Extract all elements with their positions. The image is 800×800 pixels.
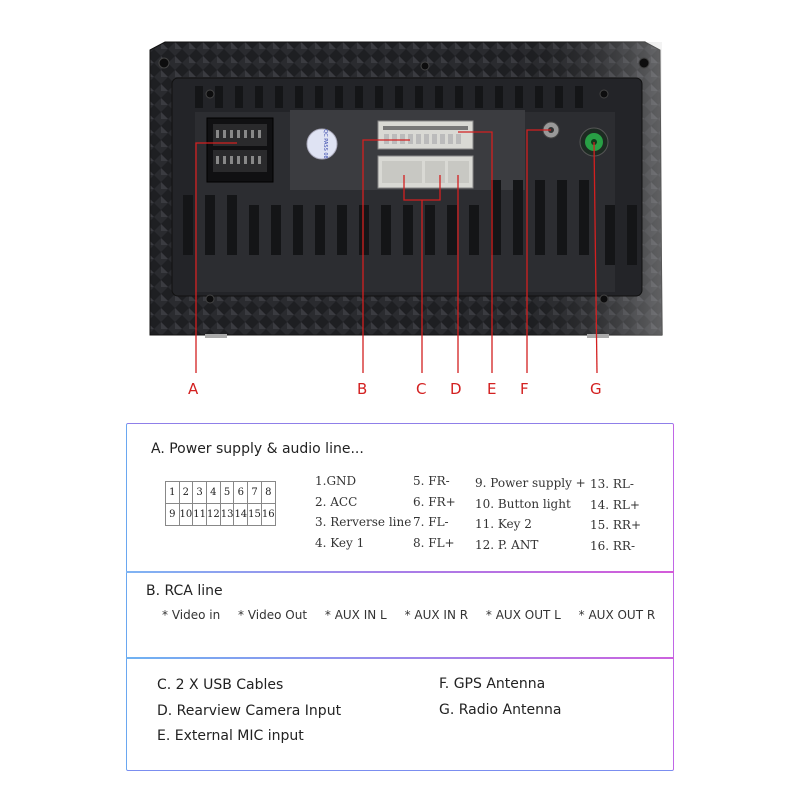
qc-sticker: QC PASS 08 xyxy=(306,128,338,160)
feature-item: C. 2 X USB Cables xyxy=(157,677,284,693)
rca-item: * AUX OUT R xyxy=(578,608,656,622)
pin-cell: 14 xyxy=(233,503,249,526)
pin-grid-row-bottom: 9 10 11 12 13 14 15 16 xyxy=(165,503,276,526)
feature-item: E. External MIC input xyxy=(157,728,304,744)
pin-cell: 1 xyxy=(165,481,180,504)
connector-b-rca xyxy=(377,120,474,150)
pin-cell: 16 xyxy=(260,503,276,526)
section-c-right-list: F. GPS Antenna G. Radio Antenna xyxy=(439,672,561,723)
pin-list-col-4: 13. RL- 14. RL+ 15. RR+ 16. RR- xyxy=(590,474,641,556)
qc-sticker-text: QC PASS 08 xyxy=(322,129,328,158)
pin-label: 14. RL+ xyxy=(590,497,640,512)
callout-lines xyxy=(195,129,598,374)
pin-cell: 11 xyxy=(192,503,207,526)
pin-cell: 5 xyxy=(219,481,235,504)
callout-line-f xyxy=(526,129,551,373)
feature-item: F. GPS Antenna xyxy=(439,676,546,692)
callout-line-a xyxy=(195,142,237,373)
pin-list-col-3: 9. Power supply + 10. Button light 11. K… xyxy=(475,473,586,555)
info-panel xyxy=(126,423,674,771)
rca-item: * AUX IN L xyxy=(324,608,387,622)
pin-label: 10. Button light xyxy=(475,496,571,511)
callout-line-b xyxy=(362,139,410,373)
section-a-title: A. Power supply & audio line... xyxy=(151,441,364,457)
pin-cell: 2 xyxy=(178,481,194,504)
callout-d: D xyxy=(450,380,462,398)
callout-b: B xyxy=(357,380,368,398)
pin-cell: 4 xyxy=(205,481,221,504)
pin-label: 11. Key 2 xyxy=(475,517,532,531)
callout-line-g xyxy=(593,141,598,374)
pin-cell: 9 xyxy=(165,503,180,526)
callout-f: F xyxy=(520,380,529,398)
pin-label: 5. FR- xyxy=(413,474,450,488)
rca-item: * AUX OUT L xyxy=(485,608,561,622)
pin-cell: 10 xyxy=(178,503,194,526)
pin-label: 6. FR+ xyxy=(413,494,456,509)
pin-list-col-2: 5. FR- 6. FR+ 7. FL- 8. FL+ xyxy=(413,471,456,553)
screws xyxy=(158,57,650,304)
callout-c: C xyxy=(416,380,427,398)
pin-cell: 15 xyxy=(247,503,262,526)
pin-label: 1.GND xyxy=(315,474,357,488)
rca-item: * Video Out xyxy=(238,608,308,622)
section-b-title: B. RCA line xyxy=(146,583,223,599)
connector-a-power xyxy=(206,117,274,183)
section-divider-1 xyxy=(126,571,674,573)
pin-cell: 6 xyxy=(233,481,249,504)
pin-cell: 3 xyxy=(192,481,207,504)
pin-list-col-1: 1.GND 2. ACC 3. Rerverse line 4. Key 1 xyxy=(315,471,411,553)
section-divider-2 xyxy=(126,657,674,659)
feature-item: D. Rearview Camera Input xyxy=(157,702,342,719)
pin-cell: 13 xyxy=(219,503,235,526)
pin-label: 7. FL- xyxy=(413,515,449,529)
bottom-vents xyxy=(183,180,637,265)
pin-cell: 12 xyxy=(205,503,221,526)
pin-cell: 7 xyxy=(247,481,262,504)
pin-label: 9. Power supply + xyxy=(475,476,586,490)
device-rear-panel: QC PASS 08 xyxy=(149,41,663,374)
top-vents xyxy=(195,86,583,108)
rca-list: * Video in * Video Out * AUX IN L * AUX … xyxy=(162,608,669,622)
pin-label: 3. Rerverse line xyxy=(315,515,412,529)
pin-label: 4. Key 1 xyxy=(315,535,365,550)
pin-label: 2. ACC xyxy=(315,494,358,509)
callout-line-e xyxy=(458,131,493,373)
callout-g: G xyxy=(590,380,602,398)
section-c-left-list: C. 2 X USB Cables D. Rearview Camera Inp… xyxy=(157,673,341,750)
rca-item: * AUX IN R xyxy=(404,608,469,622)
callout-a: A xyxy=(188,380,199,398)
pin-grid-row-top: 1 2 3 4 5 6 7 8 xyxy=(165,481,276,504)
pin-label: 16. RR- xyxy=(590,538,636,553)
callout-e: E xyxy=(487,380,497,398)
feature-item: G. Radio Antenna xyxy=(439,701,562,718)
pin-label: 15. RR+ xyxy=(590,518,642,532)
pin-grid: 1 2 3 4 5 6 7 8 9 10 11 12 13 14 15 16 xyxy=(165,481,276,526)
pin-cell: 8 xyxy=(260,481,276,504)
mounting-tabs xyxy=(205,334,609,338)
rca-item: * Video in xyxy=(162,608,221,622)
pin-label: 8. FL+ xyxy=(413,535,455,550)
connector-c-d-e xyxy=(377,155,474,189)
pin-label: 12. P. ANT xyxy=(475,537,539,552)
pin-label: 13. RL- xyxy=(590,477,634,491)
